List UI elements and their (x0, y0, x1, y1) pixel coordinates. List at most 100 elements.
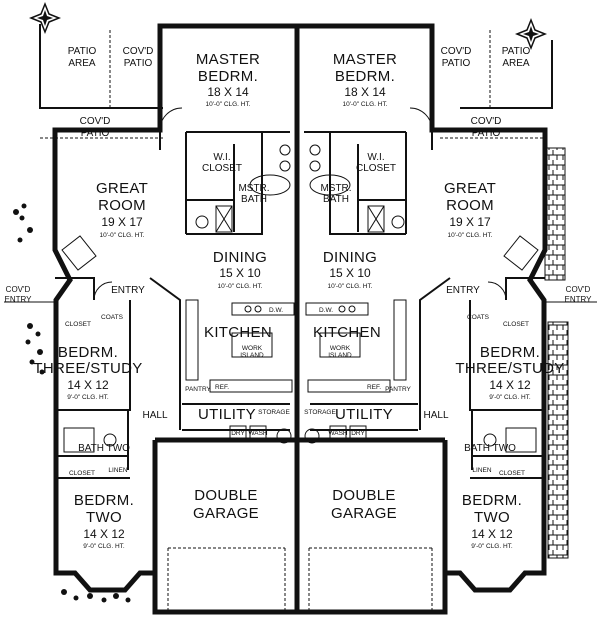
ceiling-height: 9'-0" CLG. HT. (489, 394, 531, 401)
room-name: BATH (241, 194, 267, 205)
fixtures (61, 107, 539, 453)
fixture-label: ISLAND (328, 352, 352, 359)
room-name: KITCHEN (204, 324, 272, 341)
ceiling-height: 9'-0" CLG. HT. (471, 543, 513, 550)
ceiling-height: 9'-0" CLG. HT. (83, 543, 125, 550)
fixture-label: COATS (101, 314, 124, 321)
room-dimensions: 18 X 14 (344, 85, 386, 99)
left-unit-labels: PATIO AREA COV'D PATIO COV'D PATIO MASTE… (5, 46, 291, 550)
room-name: ENTRY (111, 285, 145, 296)
room-dimensions: 14 X 12 (471, 527, 513, 541)
patio-area-label: PATIO (68, 46, 97, 57)
fixture-label: CLOSET (503, 321, 529, 328)
fixture-label: WORK (330, 345, 351, 352)
covd-entry-label: ENTRY (565, 295, 593, 304)
compass-icon (28, 1, 62, 35)
covd-patio-label: COV'D (80, 116, 111, 127)
room-name: KITCHEN (313, 324, 381, 341)
room-name: DOUBLE (194, 487, 258, 504)
covd-patio-label: PATIO (442, 58, 471, 69)
patio-area-label: AREA (68, 58, 96, 69)
room-name: GARAGE (193, 505, 259, 522)
room-dimensions: 15 X 10 (329, 266, 371, 280)
room-name: BATH TWO (78, 443, 130, 454)
exterior-walls (52, 23, 548, 615)
fixture-label: D.W. (319, 307, 333, 314)
patio-area-label: AREA (502, 58, 530, 69)
room-name: TWO (86, 509, 122, 526)
room-name: MSTR. (238, 183, 269, 194)
stone-planter (544, 147, 566, 281)
covd-entry-label: COV'D (566, 285, 591, 294)
fixture-label: LINEN (472, 467, 491, 474)
covd-patio-label: PATIO (472, 128, 501, 139)
fixture-label: PANTRY (185, 386, 211, 393)
fixture-label: STORAGE (258, 409, 290, 416)
room-name: MASTER (333, 51, 397, 68)
ceiling-height: 10'-0" CLG. HT. (217, 283, 262, 290)
fixture-label: COATS (467, 314, 490, 321)
fixture-label: CLOSET (499, 470, 525, 477)
patio-edge (39, 24, 163, 109)
landscaping (4, 1, 597, 603)
shrub-icon (13, 203, 131, 603)
room-name: MASTER (196, 51, 260, 68)
fixture-label: WASH (328, 430, 348, 437)
fixture-label: LINEN (108, 467, 127, 474)
room-name: GREAT (444, 180, 496, 197)
room-name: GREAT (96, 180, 148, 197)
fixture-label: REF. (215, 384, 229, 391)
fixture-label: ISLAND (240, 352, 264, 359)
room-name: BEDRM. (58, 344, 118, 361)
room-dimensions: 14 X 12 (489, 378, 531, 392)
room-dimensions: 15 X 10 (219, 266, 261, 280)
room-name: UTILITY (335, 406, 393, 423)
fixture-label: STORAGE (304, 409, 336, 416)
ceiling-height: 10'-0" CLG. HT. (342, 101, 387, 108)
fixture-label: WASH (248, 430, 268, 437)
room-name: ENTRY (446, 285, 480, 296)
room-dimensions: 14 X 12 (67, 378, 109, 392)
ceiling-height: 10'-0" CLG. HT. (99, 232, 144, 239)
room-name: BEDRM. (480, 344, 540, 361)
room-name: BEDRM. (74, 492, 134, 509)
fixture-label: DRY (231, 430, 245, 437)
ceiling-height: 9'-0" CLG. HT. (67, 394, 109, 401)
room-name: BEDRM. (462, 492, 522, 509)
room-name: ROOM (98, 197, 146, 214)
room-name: BEDRM. (198, 68, 258, 85)
room-name: BEDRM. (335, 68, 395, 85)
room-name: THREE/STUDY (33, 360, 142, 377)
room-name: HALL (423, 410, 448, 421)
room-name: DINING (213, 249, 267, 266)
covd-patio-label: COV'D (441, 46, 472, 57)
covd-patio-label: PATIO (124, 58, 153, 69)
interior-walls (55, 130, 545, 479)
room-name: GARAGE (331, 505, 397, 522)
room-name: DINING (323, 249, 377, 266)
ceiling-height: 10'-0" CLG. HT. (447, 232, 492, 239)
room-name: MSTR. (320, 183, 351, 194)
ceiling-height: 10'-0" CLG. HT. (205, 101, 250, 108)
room-dimensions: 19 X 17 (449, 215, 491, 229)
fixture-label: CLOSET (65, 321, 91, 328)
fixture-label: CLOSET (69, 470, 95, 477)
room-name: ROOM (446, 197, 494, 214)
fixture-label: REF. (367, 384, 381, 391)
covd-entry-label: ENTRY (5, 295, 33, 304)
room-dimensions: 18 X 14 (207, 85, 249, 99)
covd-patio-label: COV'D (471, 116, 502, 127)
ceiling-height: 10'-0" CLG. HT. (327, 283, 372, 290)
room-name: DOUBLE (332, 487, 396, 504)
fixture-label: PANTRY (385, 386, 411, 393)
room-name: CLOSET (356, 163, 396, 174)
room-dimensions: 14 X 12 (83, 527, 125, 541)
fixture-label: DRY (351, 430, 365, 437)
room-name: CLOSET (202, 163, 242, 174)
covd-patio-label: COV'D (123, 46, 154, 57)
room-name: HALL (142, 410, 167, 421)
fixture-label: WORK (242, 345, 263, 352)
patio-edge (460, 40, 553, 109)
room-name: TWO (474, 509, 510, 526)
